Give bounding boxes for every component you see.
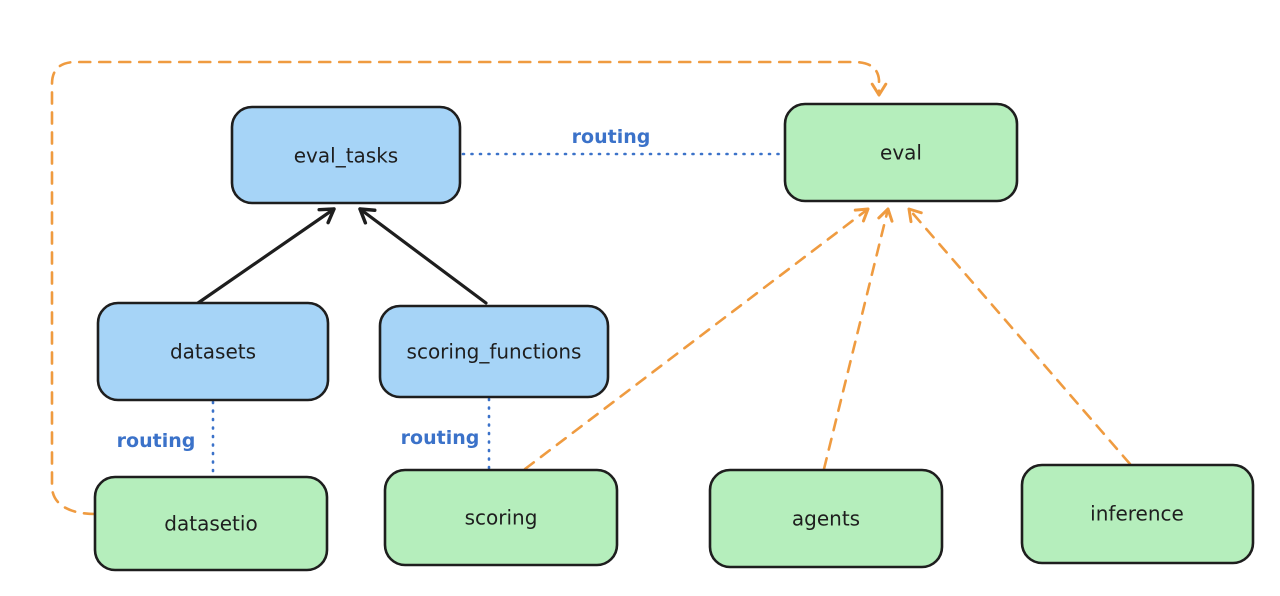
node-datasetio: datasetio: [93, 475, 329, 572]
edge-scoring-to-eval: [523, 207, 870, 471]
edge-scoring-functions-to-eval-tasks: [358, 207, 488, 305]
node-datasetio-box: [93, 475, 329, 572]
node-scoring-functions: scoring_functions: [378, 304, 610, 399]
node-datasets: datasets: [96, 301, 330, 402]
node-datasets-label: datasets: [170, 340, 256, 364]
node-datasets-box: [96, 301, 330, 402]
node-datasetio-label: datasetio: [164, 512, 257, 536]
node-eval-tasks-label: eval_tasks: [294, 144, 398, 168]
node-scoring-box: [383, 468, 619, 567]
node-agents-label: agents: [792, 507, 860, 531]
node-scoring-label: scoring: [465, 506, 538, 530]
node-inference: inference: [1020, 463, 1255, 565]
node-eval-tasks-box: [230, 105, 462, 205]
edge-inference-to-eval: [907, 207, 1132, 466]
node-scoring-functions-label: scoring_functions: [407, 340, 582, 364]
node-inference-label: inference: [1090, 502, 1184, 526]
routing-label-scoring: routing: [401, 427, 480, 449]
node-eval-box: [783, 102, 1019, 203]
node-eval-tasks: eval_tasks: [230, 105, 462, 205]
node-inference-box: [1020, 463, 1255, 565]
routing-label-datasets: routing: [117, 430, 196, 452]
node-eval-label: eval: [880, 141, 922, 165]
edge-datasets-to-eval-tasks: [196, 207, 336, 305]
edge-datasetio-to-eval: [50, 60, 888, 516]
edge-agents-to-eval: [822, 207, 894, 471]
routing-label-top: routing: [572, 126, 651, 148]
node-scoring: scoring: [383, 468, 619, 567]
node-eval: eval: [783, 102, 1019, 203]
node-agents: agents: [708, 468, 944, 569]
node-agents-box: [708, 468, 944, 569]
node-scoring-functions-box: [378, 304, 610, 399]
